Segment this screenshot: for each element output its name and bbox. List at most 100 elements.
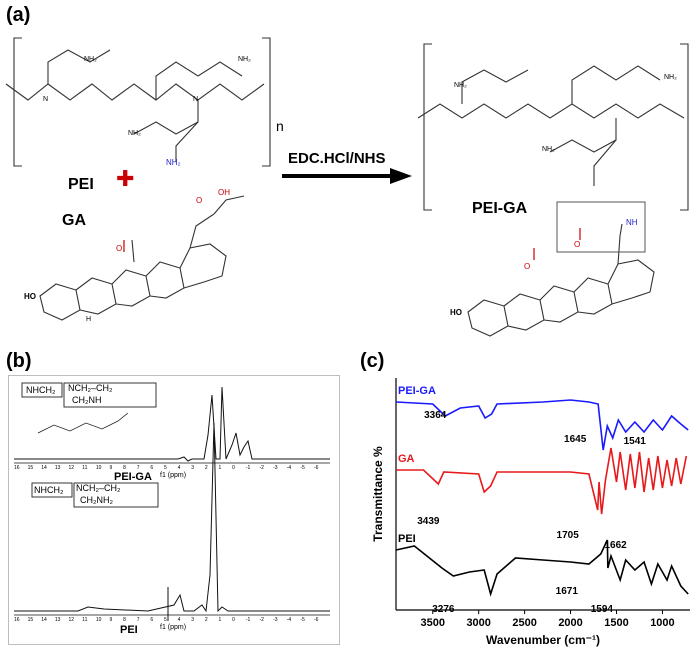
- nmr-tick-label: 2: [204, 617, 208, 623]
- nmr-tick-label: 0: [232, 465, 235, 471]
- pei-nh2-label-4: NH₂: [166, 158, 181, 167]
- nmr-tick-label: 12: [68, 465, 75, 471]
- ftir-peak-label: 1671: [556, 586, 579, 597]
- nmr-tick-label: 4: [177, 465, 181, 471]
- nmr-top-trace: [14, 386, 330, 462]
- panel-label-c: (c): [360, 350, 385, 372]
- pei-n-label-2: N: [193, 96, 199, 103]
- ga-ketone-o-label: O: [116, 244, 123, 253]
- nmr-tick-label: 5: [164, 465, 167, 471]
- x-tick-label: 1500: [604, 617, 628, 629]
- ftir-trace-pei: [395, 539, 689, 597]
- nmr-tick-label: 0: [232, 617, 235, 623]
- nmr-bot-structure-line1: NHCH₂: [34, 485, 64, 495]
- nmr-tick-label: -5: [300, 617, 305, 623]
- nmr-tick-label: -6: [314, 465, 319, 471]
- ftir-series-label: GA: [398, 453, 415, 465]
- product-ketone-o-label: O: [524, 262, 531, 271]
- x-tick-label: 2500: [512, 617, 536, 629]
- nmr-tick-label: 9: [109, 617, 113, 623]
- panel-label-a: (a): [6, 4, 31, 26]
- product-ho-label: HO: [450, 308, 462, 317]
- product-label: PEI-GA: [472, 200, 528, 217]
- pei-bracket-right: [262, 37, 271, 167]
- ga-ho-label: HO: [24, 292, 36, 301]
- x-axis-label: Wavenumber (cm⁻¹): [486, 633, 600, 647]
- product-nh-label: NH: [626, 218, 638, 227]
- pei-nh2-label-2: NH₂: [238, 56, 251, 63]
- product-amide-o-label: O: [574, 240, 581, 249]
- panel-label-b: (b): [6, 350, 32, 372]
- pei-label: PEI: [68, 176, 94, 193]
- nmr-tick-label: 3: [191, 465, 195, 471]
- nmr-tick-label: 10: [95, 465, 102, 471]
- nmr-tick-label: 15: [27, 465, 34, 471]
- y-axis-label: Transmittance %: [371, 446, 385, 542]
- nmr-top-structure-line3: CH₂NH: [72, 395, 102, 405]
- nmr-tick-label: 7: [136, 617, 140, 623]
- nmr-tick-label: 7: [136, 465, 140, 471]
- nmr-tick-label: 12: [68, 617, 75, 623]
- nmr-frame: [8, 375, 340, 645]
- product-nh2-label-1: NH₂: [454, 82, 467, 89]
- ftir-series-label: PEI: [398, 533, 416, 545]
- repeat-n-label: n: [276, 118, 284, 134]
- nmr-tick-label: -6: [314, 617, 319, 623]
- nmr-top-structure-line2: NCH₂–CH₂: [68, 383, 113, 393]
- nmr-tick-label: 14: [41, 465, 47, 471]
- nmr-bot-structure-line2: NCH₂–CH₂: [76, 483, 121, 493]
- ga-label: GA: [62, 212, 86, 229]
- nmr-bot-structure-line3: CH₂NH₂: [80, 495, 113, 505]
- ftir-peak-label: 1662: [604, 540, 627, 551]
- nmr-tick-label: 6: [150, 465, 154, 471]
- ftir-peak-label: 1645: [564, 434, 587, 445]
- nmr-tick-label: -4: [286, 617, 292, 623]
- x-tick-label: 3000: [466, 617, 490, 629]
- nmr-tick-label: 1: [218, 465, 222, 471]
- ga-o-label: O: [196, 196, 203, 205]
- nmr-tick-label: -1: [245, 617, 251, 623]
- nmr-tick-label: 11: [82, 465, 88, 471]
- nmr-tick-label: -2: [259, 617, 264, 623]
- peiga-bracket-left: [423, 43, 432, 211]
- product-nh2-label-3: NH₂: [542, 146, 555, 153]
- ga-oh-label: OH: [218, 188, 230, 197]
- ga-h-label: H: [86, 316, 92, 323]
- nmr-tick-label: 1: [218, 617, 222, 623]
- nmr-tick-label: 4: [177, 617, 181, 623]
- reagent-label: EDC.HCl/NHS: [288, 150, 386, 167]
- nmr-tick-label: -3: [273, 465, 278, 471]
- nmr-top-structure-line1: NHCH₂: [26, 385, 56, 395]
- ftir-peak-label: 1705: [557, 530, 580, 541]
- nmr-bottom-trace: [14, 422, 330, 613]
- amide-highlight-box: [556, 201, 646, 253]
- x-tick-label: 1000: [650, 617, 674, 629]
- nmr-tick-label: 16: [14, 465, 20, 471]
- plus-sign: ✚: [116, 166, 135, 191]
- ftir-peak-label: 1541: [624, 436, 647, 447]
- ftir-trace-pei-ga: [395, 399, 689, 451]
- reaction-scheme: [5, 37, 689, 337]
- ftir-trace-ga: [396, 447, 688, 515]
- nmr-tick-label: 15: [27, 617, 34, 623]
- nmr-tick-label: -5: [300, 465, 305, 471]
- x-tick-label: 3500: [421, 617, 445, 629]
- pei-bracket-left: [13, 37, 22, 167]
- nmr-spectra: [14, 382, 330, 621]
- nmr-tick-label: 3: [191, 617, 195, 623]
- reaction-arrow-head: [390, 168, 412, 184]
- nmr-bottom-axis-unit: f1 (ppm): [160, 624, 187, 631]
- nmr-tick-label: -2: [259, 465, 264, 471]
- nmr-bottom-label: PEI: [120, 624, 138, 636]
- nmr-tick-label: 2: [204, 465, 208, 471]
- nmr-top-label: PEI-GA: [114, 471, 152, 483]
- nmr-tick-label: 11: [82, 617, 88, 623]
- nmr-tick-label: 8: [123, 465, 126, 471]
- nmr-tick-label: 9: [109, 465, 113, 471]
- pei-n-label-1: N: [43, 96, 49, 103]
- nmr-tick-label: -1: [245, 465, 251, 471]
- ftir-peak-label: 3364: [424, 410, 447, 421]
- product-nh2-label-2: NH₂: [664, 74, 677, 81]
- peiga-bracket-right: [680, 43, 689, 211]
- ftir-series-label: PEI-GA: [398, 385, 436, 397]
